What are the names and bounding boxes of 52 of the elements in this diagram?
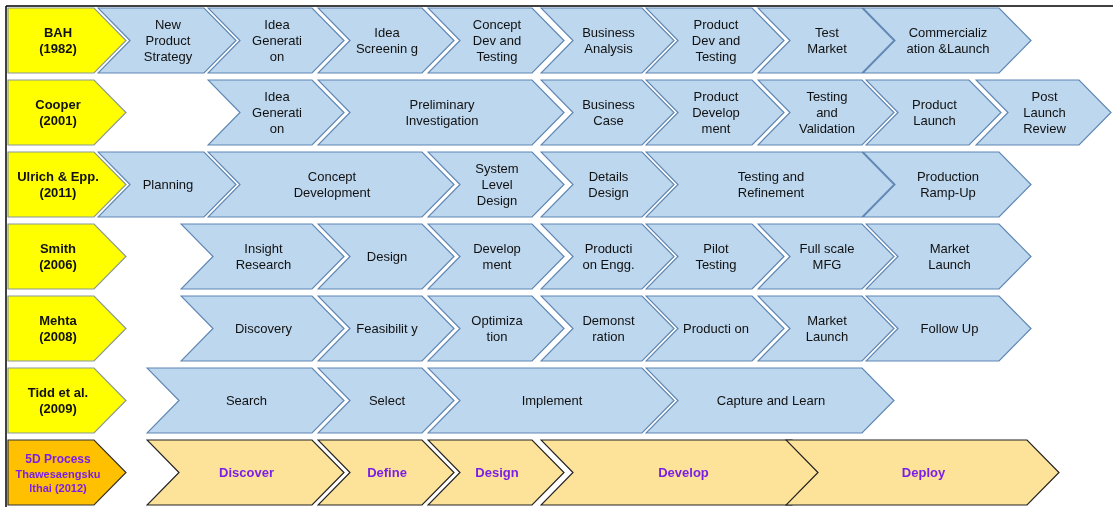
stage-label: Test Market <box>806 24 848 57</box>
stage-label: Market Launch <box>804 312 850 345</box>
stage-label: Producti on <box>683 320 749 337</box>
model-name: Tidd et al. (2009) <box>26 384 90 417</box>
model-name: Smith (2006) <box>38 240 78 273</box>
stage-label: Idea Generati on <box>251 16 303 65</box>
stage-label: Planning <box>142 176 194 193</box>
stage-label: Business Analysis <box>581 24 636 57</box>
stage-label: Commercializ ation &Launch <box>905 24 991 57</box>
stage-label: Testing and Refinement <box>736 168 806 201</box>
model-name: Ulrich & Epp. (2011) <box>16 168 100 201</box>
stage-label: Post Launch Review <box>1022 88 1067 137</box>
stage-label: Product Dev and Testing <box>690 16 742 65</box>
stage-label: Develop ment <box>472 240 522 273</box>
stage-label: Product Launch <box>911 96 958 129</box>
model-name: Cooper (2001) <box>34 96 82 129</box>
stage-label: Discovery <box>234 320 293 337</box>
stage-label: Idea Generati on <box>251 88 303 137</box>
stage-label: Production Ramp-Up <box>915 168 981 201</box>
stage-label: System Level Design <box>474 160 520 209</box>
stage-label: Search <box>225 392 268 409</box>
stage-label: Concept Development <box>292 168 372 201</box>
stage-label: Follow Up <box>920 320 979 337</box>
stage-label: Define <box>367 464 407 481</box>
stage-label: Design <box>475 464 519 481</box>
model-name: 5D Process <box>25 450 91 467</box>
stage-label: Demonst ration <box>581 312 636 345</box>
stage-label: Develop <box>658 464 709 481</box>
stage-label: Optimiza tion <box>470 312 524 345</box>
model-name: Mehta (2008) <box>38 312 78 345</box>
stage-label: Market Launch <box>927 240 972 273</box>
stage-label: Select <box>368 392 406 409</box>
stage-label: Pilot Testing <box>694 240 738 273</box>
stage-label: Product Develop ment <box>691 88 741 137</box>
stage-label: Implement <box>521 392 583 409</box>
stage-label: Details Design <box>587 168 630 201</box>
stage-label: Feasibilit y <box>356 320 418 337</box>
stage-label: Discover <box>219 464 274 481</box>
stage-label: Idea Screenin g <box>355 24 419 57</box>
stage-label: Deploy <box>901 464 946 481</box>
stage-label: Insight Research <box>234 240 293 273</box>
stage-label: Capture and Learn <box>716 392 826 409</box>
model-name: BAH (1982) <box>38 24 78 57</box>
stage-label: Business Case <box>581 96 636 129</box>
stage-label: Design <box>366 248 408 265</box>
stage-label: Preliminary Investigation <box>404 96 480 129</box>
stage-label: Full scale MFG <box>798 240 856 273</box>
stage-label: Producti on Engg. <box>581 240 636 273</box>
model-name: Thawesaengsku lthai (2012) <box>14 466 102 495</box>
stage-label: Concept Dev and Testing <box>471 16 523 65</box>
stage-label: New Product Strategy <box>142 16 194 65</box>
stage-label: Testing and Validation <box>797 88 857 137</box>
